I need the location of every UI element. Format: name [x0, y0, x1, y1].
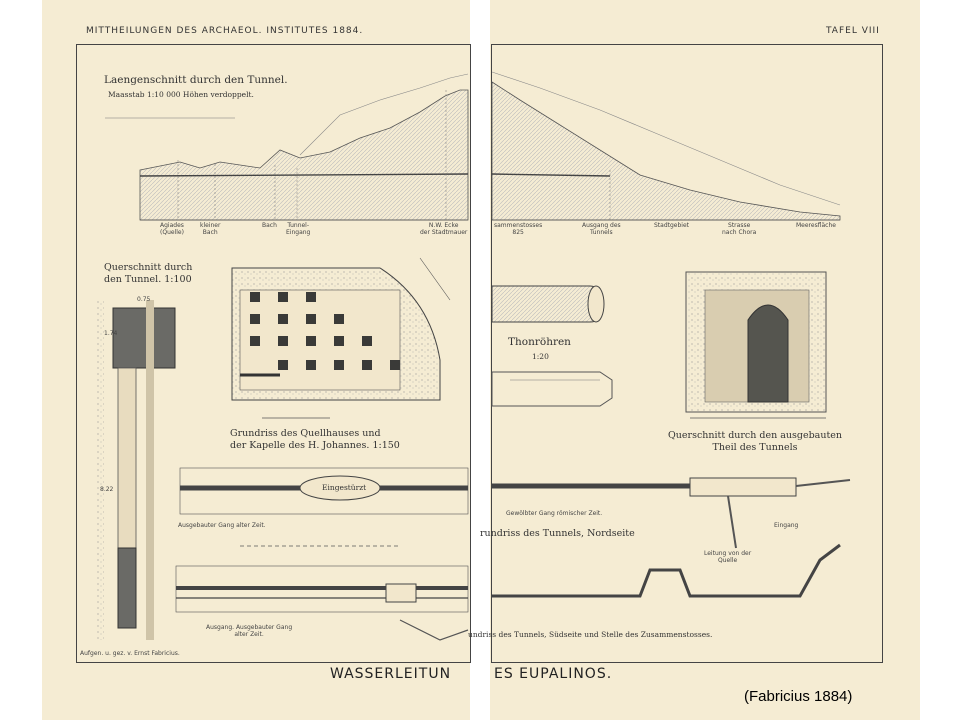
tunnel-cross-section	[96, 300, 176, 640]
page-gutter	[470, 0, 490, 720]
label-stadtgebiet: Stadtgebiet	[654, 222, 690, 229]
thonroehren-title: Thonröhren	[508, 336, 571, 348]
author-credit-line: Aufgen. u. gez. v. Ernst Fabricius.	[80, 650, 180, 657]
profile-section-right	[491, 71, 841, 221]
label-strasse: Strasse nach Chora	[722, 222, 757, 236]
caption-left: WASSERLEITUN	[330, 666, 452, 682]
right-plate-frame	[491, 44, 883, 663]
label-ausgang-unten: Ausgang. Ausgebauter Gang alter Zeit.	[206, 624, 293, 638]
header-left: MITTHEILUNGEN DES ARCHAEOL. INSTITUTES 1…	[86, 26, 364, 36]
label-gewoelbter-gang: Gewölbter Gang römischer Zeit.	[506, 510, 603, 517]
header-right: TAFEL VIII	[826, 26, 880, 36]
thonroehren-scale: 1:20	[532, 352, 549, 361]
label-kleiner-bach: kleiner Bach	[200, 222, 221, 236]
tunnel-plan-south	[175, 543, 841, 641]
profile-scale: Maasstab 1:10 000 Höhen verdoppelt.	[108, 90, 254, 99]
dim-small: 1.74	[104, 330, 118, 337]
querschnitt-ausgebaut-caption: Querschnitt durch den ausgebauten Theil …	[668, 430, 843, 453]
suedseite-caption: undriss des Tunnels, Südseite und Stelle…	[468, 630, 713, 639]
quellhaus-caption: Grundriss des Quellhauses und der Kapell…	[230, 428, 400, 451]
left-plate-frame	[76, 44, 471, 663]
thonroehren-drawing	[491, 285, 613, 407]
label-zusammenstoss: sammenstosses 825	[494, 222, 543, 236]
label-eingestuerzt: Eingestürzt	[322, 483, 367, 492]
label-nw-ecke: N.W. Ecke der Stadtmauer	[420, 222, 468, 236]
querschnitt-title: Querschnitt durch den Tunnel. 1:100	[104, 262, 193, 285]
label-tunnel-eingang: Tunnel- Eingang	[286, 222, 311, 236]
profile-section-left	[105, 73, 469, 221]
label-ausgebauter-gang: Ausgebauter Gang alter Zeit.	[178, 522, 266, 529]
nordseite-caption: rundriss des Tunnels, Nordseite	[480, 528, 635, 539]
dim-top: 0.75	[137, 296, 151, 303]
arched-tunnel-section	[685, 271, 827, 419]
dim-height: 8.22	[100, 486, 114, 493]
label-meeresflaeche: Meeresfläche	[796, 222, 836, 229]
quellhaus-plan	[231, 257, 451, 419]
tunnel-plan-north	[179, 467, 851, 549]
label-bach: Bach	[262, 222, 277, 229]
profile-title: Laengenschnitt durch den Tunnel.	[104, 74, 288, 86]
source-credit: (Fabricius 1884)	[744, 688, 853, 705]
label-ausgang: Ausgang des Tunnels	[582, 222, 621, 236]
caption-right: ES EUPALINOS.	[494, 666, 613, 682]
label-agiades: Agiades (Quelle)	[160, 222, 184, 236]
label-leitung: Leitung von der Quelle	[704, 550, 752, 564]
label-eingang: Eingang	[774, 522, 799, 529]
